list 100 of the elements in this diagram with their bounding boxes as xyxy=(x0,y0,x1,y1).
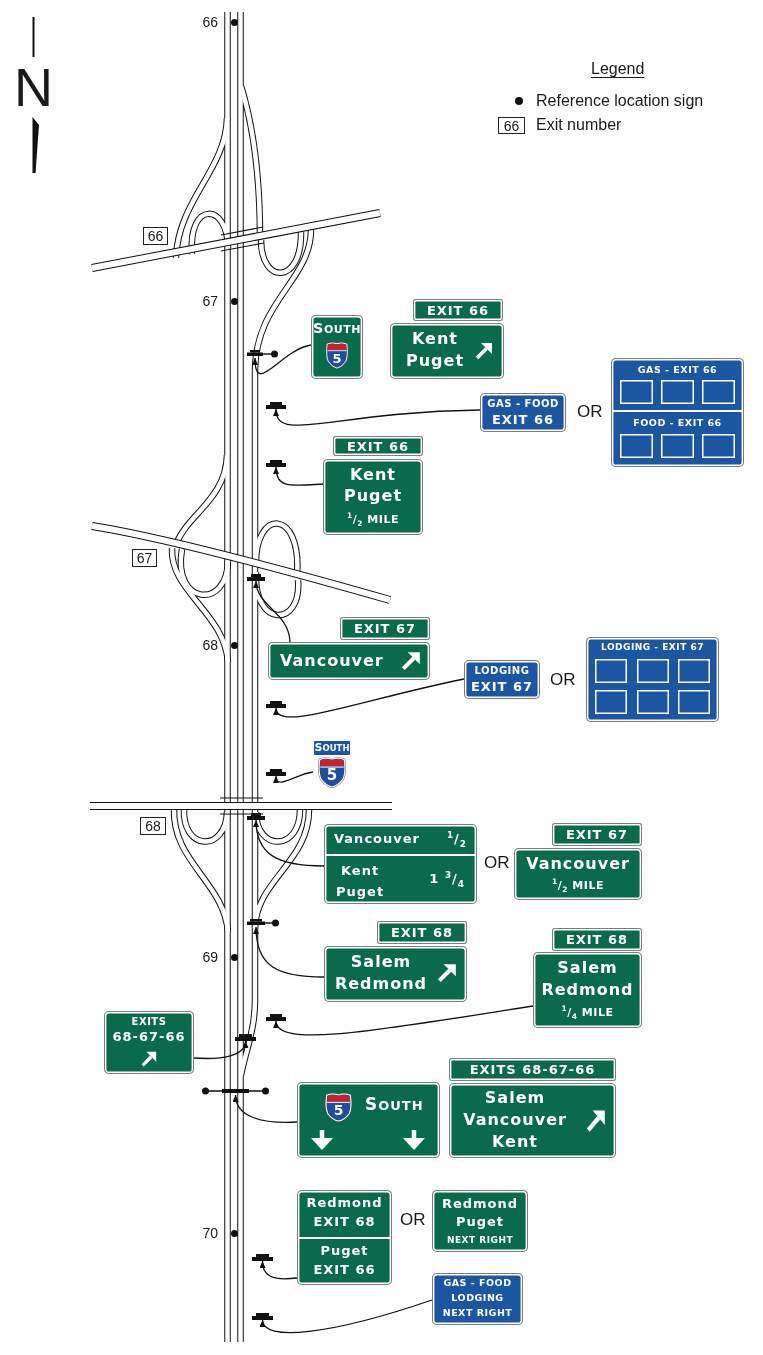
distance-text: $^{1}$/$_{2}$ xyxy=(446,831,467,847)
sign-post-symbol xyxy=(266,769,286,776)
reference-number: 70 xyxy=(202,1225,218,1242)
legend-text: Exit number xyxy=(536,116,622,135)
guide-sign xyxy=(104,1011,194,1074)
service-text: GAS - EXIT 66 xyxy=(637,364,718,376)
reference-number: 69 xyxy=(202,949,218,966)
exit-plaque: EXIT 67 xyxy=(552,823,642,846)
exit-plaque: EXITS 68-67-66 xyxy=(449,1058,616,1081)
leader-line xyxy=(252,344,312,375)
leader-line xyxy=(274,408,481,426)
or-text: OR xyxy=(577,402,603,422)
distance-text: $^{1}$/$_{2}$ MILE xyxy=(552,879,604,893)
sign-post-symbol xyxy=(266,701,286,708)
leader-line xyxy=(233,1094,298,1123)
service-sign xyxy=(611,358,744,467)
guide-sign xyxy=(323,459,423,535)
or-text: OR xyxy=(550,670,576,690)
leader-line xyxy=(273,466,324,486)
guide-sign xyxy=(324,946,467,1002)
service-text: LODGING xyxy=(474,665,530,677)
leader-line xyxy=(275,1005,534,1036)
distance-text: 1 $^{3}$/$_{4}$ xyxy=(429,871,465,887)
exit-plaque: EXIT 68 xyxy=(552,928,642,951)
north-letter: N xyxy=(14,60,53,114)
exit-text: EXIT 66 xyxy=(491,412,555,428)
leader-line xyxy=(253,580,291,643)
sign-post-symbol xyxy=(266,402,286,409)
sign-post-symbol xyxy=(235,1034,256,1041)
route-number: 5 xyxy=(333,1103,344,1118)
service-text: GAS - FOOD xyxy=(443,1277,512,1289)
cantilever-sign-symbol xyxy=(247,919,279,927)
destination-text: Vancouver xyxy=(526,854,630,874)
exit-plaque: EXIT 66 xyxy=(413,299,503,321)
leader-line xyxy=(253,819,325,867)
exit-number-marker: 67 xyxy=(132,549,157,567)
leader-line xyxy=(253,926,325,978)
sign-bridge-symbol xyxy=(202,1087,269,1095)
service-text: LODGING - EXIT 67 xyxy=(601,642,704,653)
direction-plaque: SOUTH xyxy=(313,740,351,756)
service-text: GAS - FOOD xyxy=(487,398,559,410)
cantilever-sign-symbol xyxy=(247,350,278,358)
destination-text: Vancouver xyxy=(334,831,420,847)
guide-sign xyxy=(268,642,430,680)
guide-sign xyxy=(432,1190,528,1252)
destination-text: Kent Puget xyxy=(336,862,385,901)
legend-text: Reference location sign xyxy=(536,92,704,111)
destination-text: Vancouver xyxy=(280,651,384,671)
sign-post-symbol xyxy=(247,813,265,820)
destination-text: Kent Puget xyxy=(343,464,403,506)
service-text: FOOD - EXIT 66 xyxy=(633,417,722,429)
direction-text: NEXT RIGHT xyxy=(446,1235,514,1246)
leader-line xyxy=(275,678,465,718)
sign-post-symbol xyxy=(252,1254,273,1261)
exit-plaque: EXIT 66 xyxy=(333,436,423,456)
route-direction: SOUTH xyxy=(313,320,361,338)
sign-post-symbol xyxy=(266,1014,286,1021)
sign-post-symbol xyxy=(252,1313,273,1320)
legend-title: Legend xyxy=(591,60,645,79)
exit-text: EXITS xyxy=(131,1016,167,1028)
destination-text: Puget xyxy=(320,1243,369,1259)
guide-sign xyxy=(297,1190,392,1285)
service-text: LODGING xyxy=(451,1292,504,1304)
guide-sign xyxy=(533,952,642,1028)
guide-sign xyxy=(449,1083,616,1158)
leader-line xyxy=(261,1299,433,1334)
route-direction: SOUTH xyxy=(365,1094,424,1115)
reference-number: 67 xyxy=(202,293,218,310)
route-number: 5 xyxy=(326,768,338,784)
service-sign xyxy=(480,393,566,432)
exit-number-marker: 68 xyxy=(140,817,166,835)
leader-line xyxy=(273,771,314,784)
service-sign xyxy=(464,660,540,699)
exit-text: EXIT 68 xyxy=(313,1214,376,1230)
guide-sign xyxy=(514,848,642,900)
reference-number: 66 xyxy=(202,14,218,31)
exit-plaque: EXIT 68 xyxy=(377,921,467,944)
distance-text: $^{1}$/$_{2}$ MILE xyxy=(347,513,399,527)
route-number: 5 xyxy=(332,351,342,365)
exit-text: EXIT 67 xyxy=(470,679,534,695)
destination-text: Kent Puget xyxy=(405,328,465,372)
leader-line xyxy=(193,1040,248,1060)
direction-text: NEXT RIGHT xyxy=(442,1307,513,1319)
exit-number-marker: 66 xyxy=(143,227,168,245)
or-text: OR xyxy=(400,1210,426,1230)
exit-plaque: EXIT 67 xyxy=(340,617,430,640)
exit-number-sample: 66 xyxy=(498,117,525,134)
service-sign xyxy=(586,637,719,722)
destination-text: Redmond Puget xyxy=(441,1195,519,1231)
destination-text: Salem Redmond xyxy=(541,957,634,1001)
distance-text: $^{1}$/$_{4}$ MILE xyxy=(561,1006,614,1020)
destination-text: Salem Vancouver Kent xyxy=(463,1087,567,1153)
sign-post-symbol xyxy=(266,460,286,467)
guide-sign xyxy=(324,824,477,904)
leader-line xyxy=(259,1260,298,1280)
exit-number-text: 68-67-66 xyxy=(112,1029,186,1045)
guide-sign xyxy=(311,315,363,379)
guide-sign xyxy=(390,323,504,379)
sign-post-symbol xyxy=(247,574,265,581)
guide-sign xyxy=(297,1082,440,1158)
